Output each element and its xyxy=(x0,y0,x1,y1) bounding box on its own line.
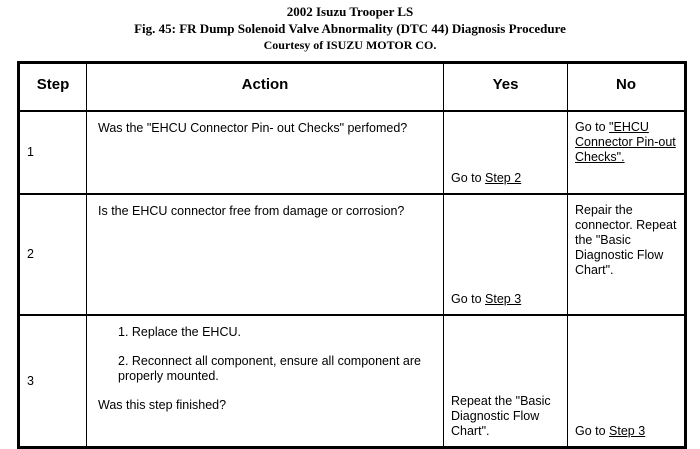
action-content: Was the "EHCU Connector Pin- out Checks"… xyxy=(87,112,443,193)
diagnosis-procedure-table: Step Action Yes No 1 Was the "EHCU Conne… xyxy=(17,61,687,449)
action-paragraph: 1. Replace the EHCU. xyxy=(118,325,241,339)
no-prefix-text: Go to xyxy=(575,424,610,438)
yes-instruction: Go to Step 3 xyxy=(451,292,561,307)
action-paragraph: Is the EHCU connector free from damage o… xyxy=(98,204,405,218)
step-number: 1 xyxy=(27,145,34,159)
no-cell: Go to Step 3 xyxy=(567,314,686,448)
yes-cell: Go to Step 2 xyxy=(443,110,568,195)
action-content: 1. Replace the EHCU. 2. Reconnect all co… xyxy=(87,316,443,446)
step-number: 2 xyxy=(27,247,34,261)
yes-step-link[interactable]: Step 3 xyxy=(485,292,522,306)
step-number-cell: 3 xyxy=(18,314,87,448)
yes-prefix-text: Go to xyxy=(451,171,486,185)
step-number-cell: 2 xyxy=(18,193,87,316)
no-content: Go to Step 3 xyxy=(568,316,684,446)
action-cell: Was the "EHCU Connector Pin- out Checks"… xyxy=(86,110,444,195)
document-title-vehicle: 2002 Isuzu Trooper LS xyxy=(286,4,414,19)
no-step-link[interactable]: Step 3 xyxy=(609,424,646,438)
action-question: Was this step finished? xyxy=(98,398,227,412)
diagnosis-table-container: Step Action Yes No 1 Was the "EHCU Conne… xyxy=(17,61,687,449)
document-title-courtesy: Courtesy of ISUZU MOTOR CO. xyxy=(263,38,437,52)
column-header-no: No xyxy=(567,62,686,112)
yes-content: Go to Step 2 xyxy=(444,112,567,193)
step-number: 3 xyxy=(27,373,34,388)
yes-step-link[interactable]: Step 2 xyxy=(485,171,522,185)
no-cell: Go to "EHCU Connector Pin-out Checks". xyxy=(567,110,686,195)
yes-prefix-text: Go to xyxy=(451,292,486,306)
no-content: Go to "EHCU Connector Pin-out Checks". xyxy=(568,112,684,193)
no-cell: Repair the connector. Repeat the "Basic … xyxy=(567,193,686,316)
yes-cell: Repeat the "Basic Diagnostic Flow Chart"… xyxy=(443,314,568,448)
yes-cell: Go to Step 3 xyxy=(443,193,568,316)
table-body: 1 Was the "EHCU Connector Pin- out Check… xyxy=(18,110,686,448)
no-instruction: Go to Step 3 xyxy=(575,424,678,439)
table-row: 2 Is the EHCU connector free from damage… xyxy=(18,193,686,316)
action-paragraph: 2. Reconnect all component, ensure all c… xyxy=(118,354,421,383)
yes-instruction: Go to Step 2 xyxy=(451,171,561,186)
action-cell: 1. Replace the EHCU. 2. Reconnect all co… xyxy=(86,314,444,448)
yes-content: Repeat the "Basic Diagnostic Flow Chart"… xyxy=(444,316,567,446)
column-header-yes: Yes xyxy=(443,62,568,112)
action-paragraph: Was the "EHCU Connector Pin- out Checks"… xyxy=(98,121,408,135)
column-header-action: Action xyxy=(86,62,444,112)
column-header-step: Step xyxy=(18,62,87,112)
document-title-figure: Fig. 45: FR Dump Solenoid Valve Abnormal… xyxy=(134,21,566,36)
action-content: Is the EHCU connector free from damage o… xyxy=(87,195,443,314)
yes-content: Go to Step 3 xyxy=(444,195,567,314)
no-prefix-text: Go to xyxy=(575,120,610,134)
step-number-cell: 1 xyxy=(18,110,87,195)
table-header-row: Step Action Yes No xyxy=(18,62,686,112)
no-instruction: Repair the connector. Repeat the "Basic … xyxy=(575,203,677,277)
table-header: Step Action Yes No xyxy=(18,62,686,112)
document-header: 2002 Isuzu Trooper LS Fig. 45: FR Dump S… xyxy=(0,0,700,54)
no-step-link[interactable]: "EHCU Connector Pin-out Checks". xyxy=(575,120,676,164)
action-cell: Is the EHCU connector free from damage o… xyxy=(86,193,444,316)
no-content: Repair the connector. Repeat the "Basic … xyxy=(568,195,684,314)
no-instruction: Go to "EHCU Connector Pin-out Checks". xyxy=(575,120,678,165)
table-row: 3 1. Replace the EHCU. 2. Reconnect all … xyxy=(18,314,686,448)
table-row: 1 Was the "EHCU Connector Pin- out Check… xyxy=(18,110,686,195)
yes-instruction: Repeat the "Basic Diagnostic Flow Chart"… xyxy=(451,394,551,438)
